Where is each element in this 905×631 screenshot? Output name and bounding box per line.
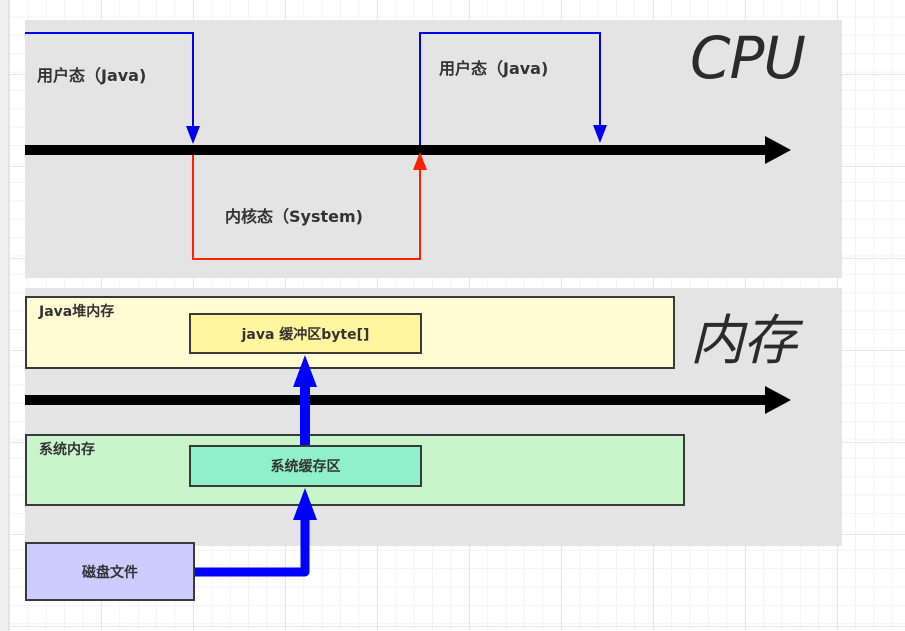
cpu-title: CPU bbox=[690, 24, 806, 92]
user-mode-1-line bbox=[25, 32, 200, 144]
kernel-mode-line bbox=[192, 152, 427, 260]
kernel-mode-label: 内核态（System) bbox=[225, 207, 363, 226]
user-mode-2-label: 用户态（Java) bbox=[439, 59, 549, 78]
user-mode-2-line bbox=[419, 32, 607, 145]
memory-timeline-arrow bbox=[25, 386, 791, 414]
user-mode-1-label: 用户态（Java) bbox=[37, 66, 147, 85]
disk-file-label: 磁盘文件 bbox=[82, 564, 138, 581]
cache-to-buffer-arrow bbox=[293, 355, 317, 445]
java-heap-label: Java堆内存 bbox=[39, 304, 115, 320]
java-buffer-box: java 缓冲区byte[] bbox=[189, 313, 422, 354]
java-heap-box: Java堆内存 bbox=[25, 296, 675, 369]
left-scroll-strip bbox=[0, 0, 9, 631]
system-cache-label: 系统缓存区 bbox=[270, 459, 341, 475]
system-memory-label: 系统内存 bbox=[39, 442, 95, 458]
system-cache-box: 系统缓存区 bbox=[189, 445, 422, 487]
cpu-timeline-arrow bbox=[25, 136, 791, 164]
java-buffer-label: java 缓冲区byte[] bbox=[241, 326, 370, 343]
disk-to-cache-arrow bbox=[195, 488, 317, 577]
disk-file-box: 磁盘文件 bbox=[25, 542, 195, 601]
memory-title: 内存 bbox=[690, 309, 797, 372]
